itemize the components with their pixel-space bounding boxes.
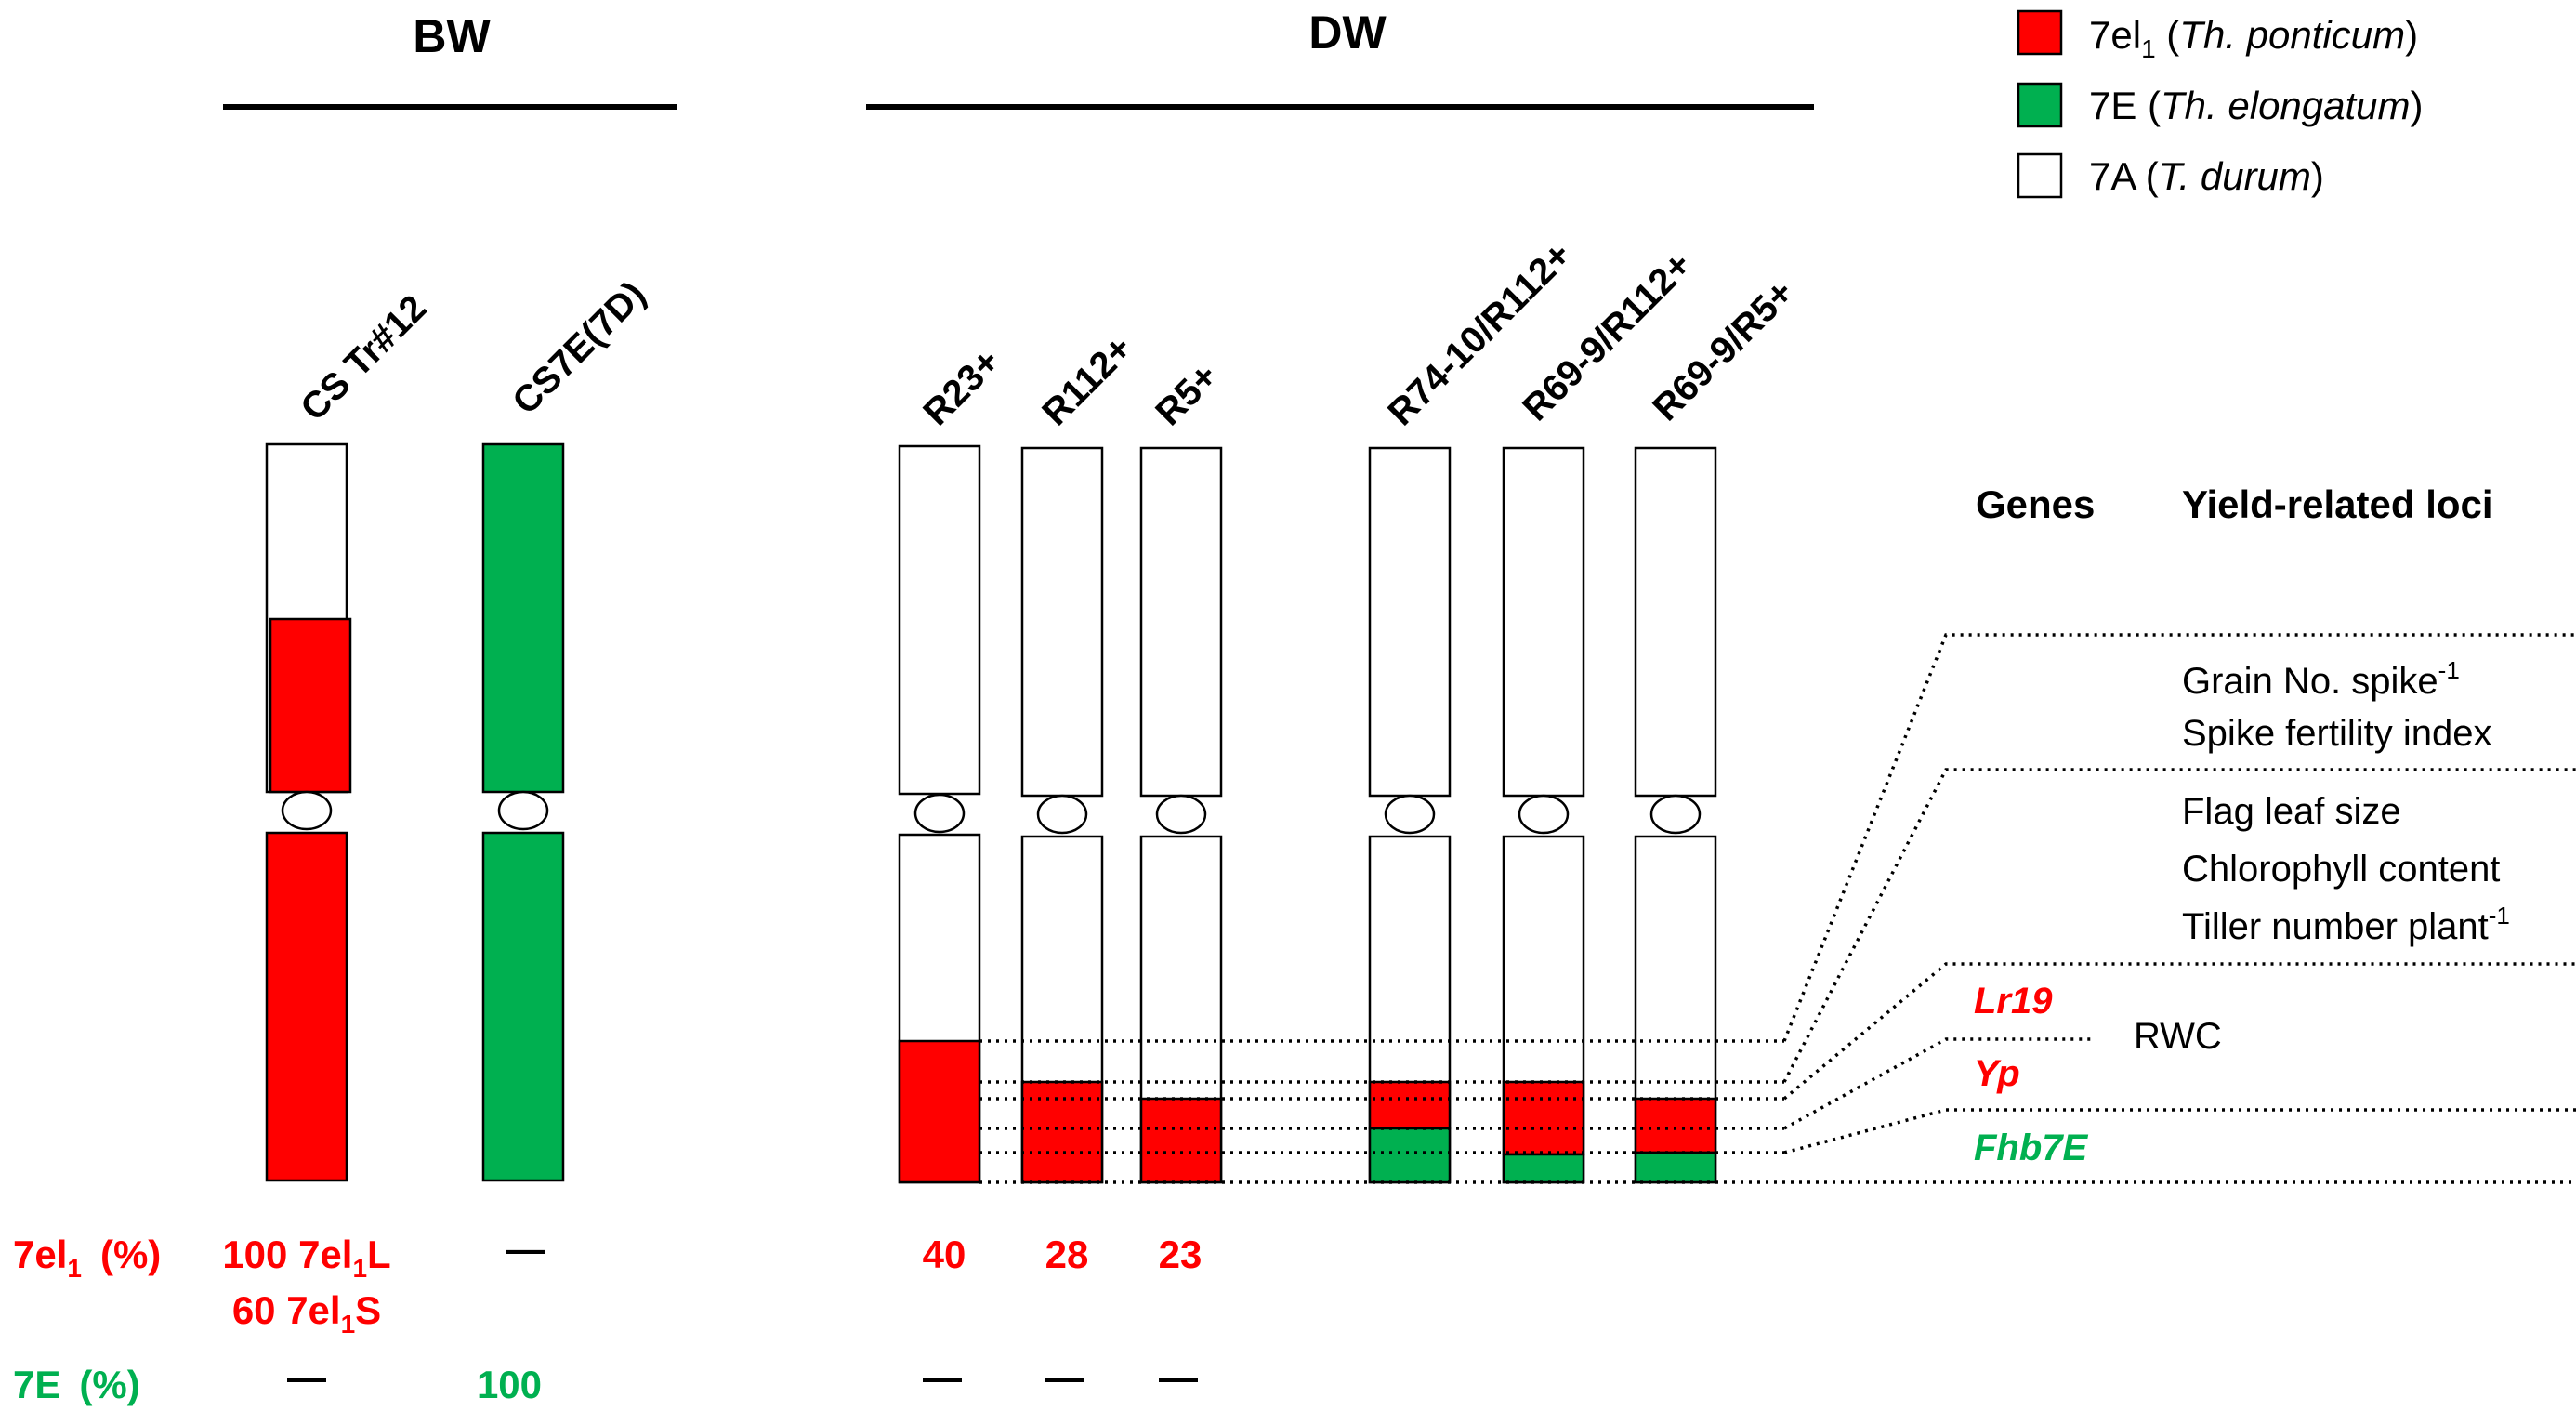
- centromere: [913, 793, 966, 834]
- long-arm-7el1: [265, 831, 348, 1182]
- chromosome-r112: [1020, 446, 1104, 1184]
- segment-7e: [1368, 1127, 1452, 1184]
- legend-label-7el1: 7el1 (Th. ponticum): [2089, 13, 2418, 63]
- header-genes: Genes: [1976, 482, 2095, 526]
- legend-swatch-7e: [2017, 82, 2063, 128]
- short-arm-7a: [1368, 446, 1452, 798]
- header-loci: Yield-related loci: [2182, 482, 2493, 526]
- segment-7el1: [898, 1039, 981, 1184]
- centromere: [1384, 794, 1436, 835]
- centromere: [1155, 794, 1207, 835]
- legend: 7el1 (Th. ponticum) 7E (Th. elongatum) 7…: [2017, 9, 2424, 199]
- value-r112-7e-dash: —: [1045, 1355, 1084, 1399]
- value-cs7e-7el1-dash: —: [506, 1227, 545, 1271]
- connector-lr19: [1782, 962, 2576, 1101]
- legend-swatch-7el1: [2017, 9, 2063, 56]
- segment-7el1: [1634, 1097, 1717, 1154]
- value-r23-7el1: 40: [923, 1233, 966, 1276]
- locus-grain-number: Grain No. spike-1: [2182, 656, 2460, 702]
- segment-7el1: [1139, 1097, 1223, 1184]
- long-arm-7e: [481, 831, 565, 1182]
- connector-flag: [1782, 768, 2576, 1083]
- chromosome-r5: [1139, 446, 1223, 1184]
- centromere: [1518, 794, 1570, 835]
- row-label-7e: 7E(%): [13, 1363, 140, 1406]
- value-r5-7el1: 23: [1159, 1233, 1203, 1276]
- line-label-cs-tr12: CS Tr#12: [293, 287, 434, 429]
- centromere: [1036, 794, 1088, 835]
- gene-fhb7e: Fhb7E: [1974, 1127, 2089, 1168]
- legend-label-7e: 7E (Th. elongatum): [2089, 84, 2424, 127]
- line-label-cs7e-7d: CS7E(7D): [505, 273, 653, 422]
- locus-flag-leaf: Flag leaf size: [2182, 791, 2401, 832]
- chromosome-r69-9-r5: [1634, 446, 1717, 1184]
- short-arm-7e: [481, 442, 565, 794]
- connector-rwc: [1783, 1037, 2091, 1130]
- gene-yp: Yp: [1974, 1053, 2020, 1094]
- locus-chlorophyll: Chlorophyll content: [2182, 849, 2500, 890]
- segment-7e: [1502, 1153, 1585, 1184]
- line-label-r23: R23+: [915, 341, 1008, 434]
- short-arm-7a: [898, 444, 981, 796]
- value-r112-7el1: 28: [1045, 1233, 1089, 1276]
- centromere: [281, 790, 333, 831]
- row-label-7el1: 7el1(%): [13, 1233, 161, 1283]
- locus-spike-fertility: Spike fertility index: [2182, 713, 2491, 754]
- connector-grain: [1782, 633, 2576, 1042]
- line-label-r5: R5+: [1148, 356, 1226, 434]
- value-cs7e-7e: 100: [477, 1363, 542, 1406]
- centromere: [497, 790, 549, 831]
- short-arm-7a: [1502, 446, 1585, 798]
- line-label-r112: R112+: [1034, 328, 1140, 434]
- legend-label-7a: 7A (T. durum): [2089, 154, 2324, 198]
- segment-7el1: [1368, 1080, 1452, 1130]
- short-arm-7el1-segment: [269, 617, 352, 794]
- short-arm-7a: [1634, 446, 1717, 798]
- connector-yp: [1783, 1108, 2576, 1154]
- value-r5-7e-dash: —: [1159, 1355, 1198, 1399]
- locus-tiller: Tiller number plant-1: [2182, 902, 2510, 947]
- chromosome-r23: [898, 444, 981, 1184]
- value-cs-tr12-7e-dash: —: [287, 1355, 326, 1399]
- legend-swatch-7a: [2017, 152, 2063, 199]
- breakpoint-lines: [979, 1039, 2576, 1184]
- chromosome-r69-9-r112: [1502, 446, 1585, 1184]
- loci-connectors: [1782, 633, 2576, 1154]
- value-r23-7e-dash: —: [923, 1355, 962, 1399]
- group-bw-label: BW: [413, 10, 491, 62]
- centromere: [1649, 794, 1702, 835]
- chromosome-cs7e-7d: [481, 442, 565, 1182]
- short-arm-7a: [1139, 446, 1223, 798]
- short-arm-7a: [1020, 446, 1104, 798]
- chromosome-r74-10-r112: [1368, 446, 1452, 1184]
- segment-7el1: [1502, 1080, 1585, 1156]
- segment-7e: [1634, 1151, 1717, 1184]
- segment-7el1: [1020, 1080, 1104, 1184]
- chromosome-cs-tr12: [265, 442, 352, 1182]
- locus-rwc: RWC: [2134, 1016, 2222, 1057]
- gene-lr19: Lr19: [1974, 981, 2053, 1022]
- value-cs-tr12-7el1-s: 60 7el1S: [232, 1288, 381, 1338]
- value-cs-tr12-7el1-l: 100 7el1L: [222, 1233, 390, 1283]
- group-dw-label: DW: [1308, 7, 1387, 59]
